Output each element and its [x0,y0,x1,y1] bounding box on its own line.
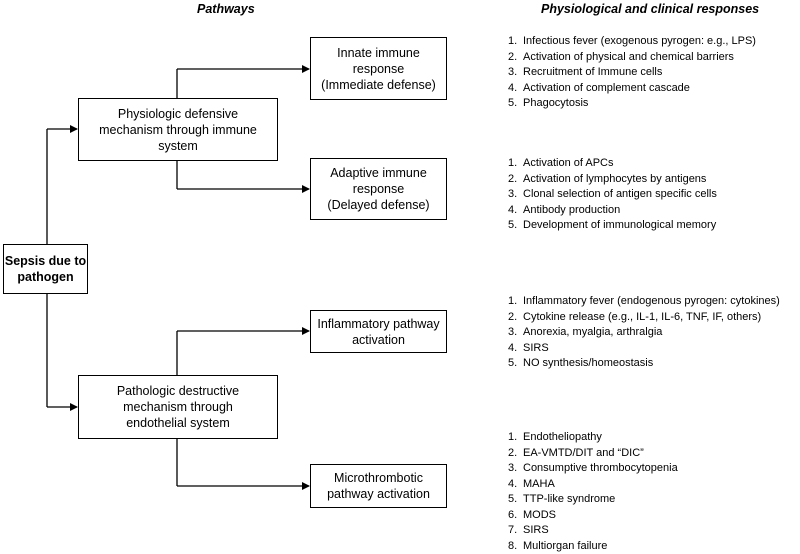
node-line: response [327,181,429,197]
node-line: (Delayed defense) [327,197,429,213]
microthrombotic-responses-list: 1.Endotheliopathy 2.EA-VMTD/DIT and “DIC… [508,430,678,554]
list-item: 5.Phagocytosis [508,96,756,112]
sepsis-node: Sepsis due to pathogen [3,244,88,294]
list-item: 3.Recruitment of Immune cells [508,65,756,81]
adaptive-responses-list: 1.Activation of APCs 2.Activation of lym… [508,156,717,234]
physiologic-mechanism-node: Physiologic defensive mechanism through … [78,98,278,161]
list-item: 2.Activation of lymphocytes by antigens [508,172,717,188]
node-line: system [99,138,257,154]
list-item: 4.SIRS [508,341,780,357]
list-item: 4.MAHA [508,477,678,493]
node-line: Sepsis due to [5,253,86,269]
list-item: 4.Antibody production [508,203,717,219]
list-item: 2.EA-VMTD/DIT and “DIC” [508,446,678,462]
node-line: Physiologic defensive [99,106,257,122]
node-line: response [321,61,436,77]
node-line: Microthrombotic [327,470,430,486]
list-item: 7.SIRS [508,523,678,539]
innate-responses-list: 1.Infectious fever (exogenous pyrogen: e… [508,34,756,112]
node-line: Adaptive immune [327,165,429,181]
innate-immune-node: Innate immune response (Immediate defens… [310,37,447,100]
node-line: pathway activation [327,486,430,502]
list-item: 8.Multiorgan failure [508,539,678,554]
list-item: 5.Development of immunological memory [508,218,717,234]
list-item: 3.Clonal selection of antigen specific c… [508,187,717,203]
node-line: Inflammatory pathway [317,316,439,332]
microthrombotic-pathway-node: Microthrombotic pathway activation [310,464,447,508]
node-line: Innate immune [321,45,436,61]
pathologic-mechanism-node: Pathologic destructive mechanism through… [78,375,278,439]
list-item: 6.MODS [508,508,678,524]
list-item: 1.Activation of APCs [508,156,717,172]
node-line: activation [317,332,439,348]
list-item: 3.Consumptive thrombocytopenia [508,461,678,477]
list-item: 1.Infectious fever (exogenous pyrogen: e… [508,34,756,50]
list-item: 5.TTP-like syndrome [508,492,678,508]
node-line: (Immediate defense) [321,77,436,93]
node-line: endothelial system [117,415,239,431]
node-line: mechanism through immune [99,122,257,138]
list-item: 1.Inflammatory fever (endogenous pyrogen… [508,294,780,310]
list-item: 2.Cytokine release (e.g., IL-1, IL-6, TN… [508,310,780,326]
inflammatory-pathway-node: Inflammatory pathway activation [310,310,447,353]
inflammatory-responses-list: 1.Inflammatory fever (endogenous pyrogen… [508,294,780,372]
list-item: 2.Activation of physical and chemical ba… [508,50,756,66]
list-item: 3.Anorexia, myalgia, arthralgia [508,325,780,341]
list-item: 5.NO synthesis/homeostasis [508,356,780,372]
node-line: mechanism through [117,399,239,415]
node-line: pathogen [5,269,86,285]
adaptive-immune-node: Adaptive immune response (Delayed defens… [310,158,447,220]
node-line: Pathologic destructive [117,383,239,399]
list-item: 1.Endotheliopathy [508,430,678,446]
list-item: 4.Activation of complement cascade [508,81,756,97]
